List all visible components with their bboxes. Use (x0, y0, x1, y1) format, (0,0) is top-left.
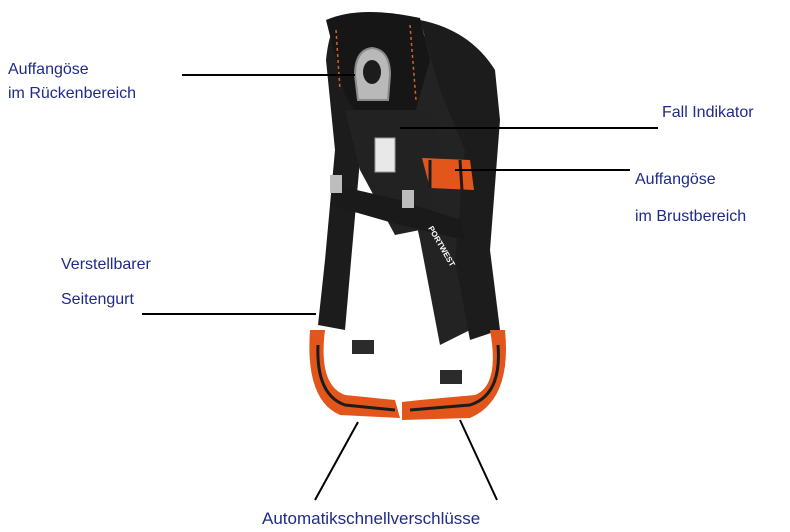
leg-buckle-left (352, 340, 374, 354)
leader-buckle-right (460, 420, 497, 500)
label-chest-loop-line1: Auffangöse (635, 170, 716, 190)
label-chest-loop-line2: im Brustbereich (635, 207, 746, 227)
label-buckles: Automatikschnellverschlüsse (262, 509, 480, 529)
label-back-loop-line2: im Rückenbereich (8, 84, 136, 104)
label-back-loop-line1: Auffangöse (8, 60, 89, 80)
fall-indicator-tag (375, 138, 395, 172)
side-buckle-left (330, 175, 342, 193)
label-side-strap-line1: Verstellbarer (61, 255, 151, 275)
label-side-strap-line2: Seitengurt (61, 290, 134, 310)
side-buckle-right (402, 190, 414, 208)
label-fall-indicator: Fall Indikator (662, 103, 754, 123)
leader-buckle-left (315, 422, 358, 500)
dorsal-d-ring (355, 48, 390, 100)
leg-buckle-right (440, 370, 462, 384)
